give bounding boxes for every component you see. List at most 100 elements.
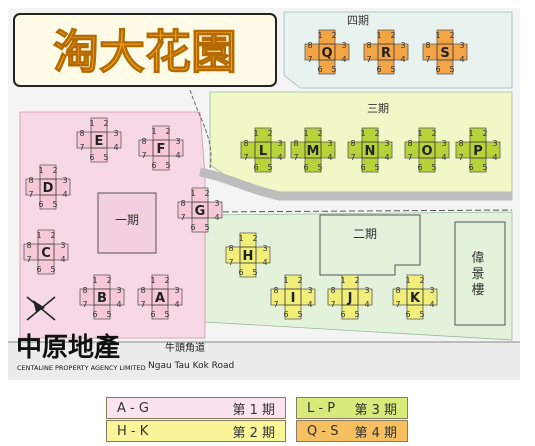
- unit-number: 6: [405, 310, 410, 319]
- unit-number: 4: [174, 300, 179, 309]
- unit-number: 5: [204, 223, 209, 232]
- unit-number: 7: [141, 151, 146, 160]
- unit-number: 7: [330, 300, 335, 309]
- unit-number: 3: [307, 286, 312, 295]
- unit-number: 5: [482, 163, 487, 172]
- block-letter: J: [347, 291, 353, 306]
- unit-number: 3: [341, 41, 346, 50]
- unit-number: 1: [303, 129, 308, 138]
- unit-number: 6: [151, 161, 156, 170]
- unit-number: 2: [317, 129, 322, 138]
- unit-number: 8: [180, 199, 185, 208]
- unit-number: 8: [366, 41, 371, 50]
- unit-number: 4: [113, 143, 118, 152]
- unit-number: 5: [331, 65, 336, 74]
- unit-number: 1: [89, 119, 94, 128]
- block-core: [284, 288, 302, 306]
- unit-number: 3: [277, 139, 282, 148]
- block-letter: C: [41, 246, 51, 261]
- neighbour-label: 偉景樓: [471, 251, 484, 298]
- legend-phase: 第 4 期: [354, 425, 397, 441]
- unit-number: 6: [190, 223, 195, 232]
- block-core: [406, 288, 424, 306]
- unit-number: 1: [376, 31, 381, 40]
- block-letter: O: [421, 144, 432, 159]
- unit-number: 2: [52, 166, 57, 175]
- agency-english: CENTALINE PROPERTY AGENCY LIMITED: [17, 364, 146, 372]
- unit-number: 8: [28, 176, 33, 185]
- unit-number: 2: [164, 276, 169, 285]
- unit-number: 5: [297, 310, 302, 319]
- block-core: [418, 141, 436, 159]
- unit-number: 5: [252, 268, 257, 277]
- title-box: [13, 13, 277, 87]
- unit-number: 8: [79, 129, 84, 138]
- block-letter: P: [473, 144, 483, 159]
- unit-number: 5: [390, 65, 395, 74]
- phase3-label: 三期: [367, 102, 389, 115]
- block-core: [318, 43, 336, 61]
- block-letter: E: [95, 134, 104, 149]
- block-letter: F: [157, 142, 166, 157]
- legend-range: H - K: [117, 423, 149, 439]
- legend-phase4: Q - S 第 4 期: [296, 420, 408, 442]
- unit-number: 7: [243, 153, 248, 162]
- unit-number: 3: [262, 244, 267, 253]
- unit-number: 5: [431, 163, 436, 172]
- block-letter: N: [365, 144, 376, 159]
- unit-number: 3: [400, 41, 405, 50]
- unit-number: 2: [165, 127, 170, 136]
- block-letter: Q: [321, 46, 332, 61]
- unit-number: 7: [350, 153, 355, 162]
- legend-phase1: A - G 第 1 期: [106, 397, 286, 419]
- unit-number: 7: [79, 143, 84, 152]
- block-core: [361, 141, 379, 159]
- block-core: [341, 288, 359, 306]
- unit-number: 4: [400, 55, 405, 64]
- unit-number: 3: [62, 176, 67, 185]
- unit-number: 4: [459, 55, 464, 64]
- unit-number: 5: [374, 163, 379, 172]
- unit-number: 8: [407, 139, 412, 148]
- unit-number: 6: [38, 200, 43, 209]
- unit-number: 1: [360, 129, 365, 138]
- legend-range: L - P: [307, 400, 336, 416]
- unit-number: 5: [164, 310, 169, 319]
- unit-number: 2: [106, 276, 111, 285]
- unit-number: 2: [50, 231, 55, 240]
- unit-number: 2: [431, 129, 436, 138]
- phase1-label: 一期: [115, 213, 139, 227]
- block-core: [39, 178, 57, 196]
- unit-number: 8: [26, 241, 31, 250]
- unit-number: 2: [390, 31, 395, 40]
- unit-number: 1: [36, 231, 41, 240]
- unit-number: 5: [106, 310, 111, 319]
- unit-number: 1: [150, 276, 155, 285]
- unit-number: 3: [327, 139, 332, 148]
- unit-number: 8: [425, 41, 430, 50]
- unit-number: 7: [82, 300, 87, 309]
- unit-number: 5: [449, 65, 454, 74]
- block-letter: R: [381, 46, 391, 61]
- unit-number: 2: [331, 31, 336, 40]
- unit-number: 2: [482, 129, 487, 138]
- ngau-tau-kok-road: [8, 342, 520, 380]
- unit-number: 1: [253, 129, 258, 138]
- unit-number: 4: [364, 300, 369, 309]
- block-core: [239, 246, 257, 264]
- unit-number: 8: [293, 139, 298, 148]
- unit-number: 3: [116, 286, 121, 295]
- unit-number: 2: [419, 276, 424, 285]
- phase1-podium: [97, 192, 157, 254]
- unit-number: 6: [150, 310, 155, 319]
